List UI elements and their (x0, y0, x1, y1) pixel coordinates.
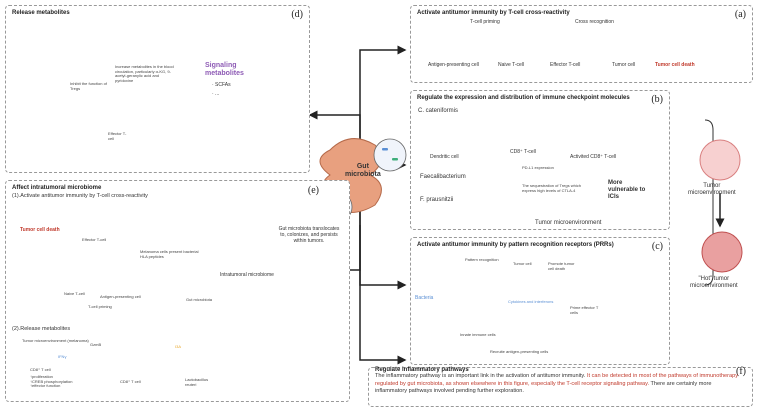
c-tumor-cell: Tumor cell (513, 261, 532, 266)
increase-metabolites: Increase metabolites in the blood circul… (115, 64, 174, 83)
dots-label: · ... (212, 91, 220, 97)
panel-e-letter: (e) (307, 185, 319, 196)
treg-label: Treg (29, 125, 38, 130)
panel-c-title: Activate antitumor immunity by pattern r… (417, 242, 614, 248)
e-i3a: I3A (175, 344, 182, 349)
e-effector: Effector T-cell (82, 237, 107, 242)
panel-a-letter: (a) (734, 9, 746, 20)
e-sub1: (1).Activate antitumor immunity by T-cel… (12, 193, 148, 199)
sequestration-label: The sequestration of Tregs which express… (522, 183, 581, 193)
panel-a-title: Activate antitumor immunity by T-cell cr… (417, 10, 570, 16)
dendritic-label: Dendritic cell (430, 154, 459, 160)
cyto-label: Cytokines and interferons (508, 299, 554, 304)
vulnerable-label: More vulnerable to ICIs (608, 180, 646, 200)
panel-c: Activate antitumor immunity by pattern r… (410, 237, 670, 365)
activated-label: Activited CD8⁺ T-cell (570, 154, 617, 160)
faecalibacterium: Faecalibacterium (420, 174, 466, 180)
scfa-label: · SCFAs (212, 82, 231, 88)
panel-f-text3: There are certainly more inflammatory pa… (375, 380, 712, 395)
center-gut-label: Gut microbiota (345, 163, 381, 179)
panel-e-title: Affect intratumoral microbiome (12, 185, 102, 191)
panel-a: Activate antitumor immunity by T-cell cr… (410, 5, 753, 83)
effector-label: Effector T-cell (550, 62, 581, 68)
panel-b-tme: Tumor microenvironment (535, 220, 602, 226)
panel-d-title: Release metabolites (12, 10, 70, 16)
panel-b-title: Regulate the expression and distribution… (417, 95, 630, 101)
panel-f-title: Regulate inflammatory pathways (375, 367, 469, 373)
e-apc: Antigen-presenting cell (100, 294, 141, 299)
f-prausnitzii: F. prausnitzii (420, 197, 454, 203)
panel-f-text2: It can be detected in most of the pathwa… (375, 373, 739, 387)
panel-c-letter: (c) (651, 241, 663, 252)
cd8-label: CD8⁺ T-cell (510, 149, 536, 155)
right-tme-label: Tumor microenvironment (688, 183, 736, 196)
right-tumors (699, 119, 743, 286)
e-lacto: Lactobacillus reuteri (185, 377, 209, 387)
panel-f: Regulate inflammatory pathways (f) (368, 366, 753, 407)
e-cd8: CD8⁺ T cell (30, 367, 51, 372)
panel-f-text1: The inflammatory pathway is an important… (375, 373, 587, 379)
e-death: Tumor cell death (20, 227, 60, 233)
right-hot-label: "Hot" tumor microenvironment (690, 276, 738, 289)
e-ifn: IFNγ (58, 354, 67, 359)
e-gzmb: GzmB (90, 342, 102, 347)
signaling-metabolites: Signaling metabolites (205, 62, 244, 78)
panel-d-effector: Effector T-cell (108, 131, 127, 141)
bacteria-label: Bacteria (415, 295, 434, 301)
e-sub2: (2).Release metabolites (12, 326, 71, 332)
panel-d-letter: (d) (291, 9, 303, 20)
e-translocates: Gut microbiota translocates to, colonize… (278, 226, 340, 244)
c-cateniformis: C. cateniformis (418, 108, 459, 114)
recruite-label: Recruite antigen-presenting cells (490, 349, 549, 354)
e-melanoma: Melanoma cells present bacterial HLA pep… (140, 249, 199, 259)
tcell-priming-label: T-cell priming (470, 19, 500, 25)
panel-f-letter: (f) (736, 366, 746, 377)
tumor-label: Tumor cell (612, 62, 636, 68)
panel-b: Regulate the expression and distribution… (410, 90, 670, 230)
prr-label: Pattern recognition (465, 257, 499, 262)
cross-recognition-label: Cross recognition (575, 19, 614, 25)
e-ahr: AhR activation (123, 343, 140, 353)
e-priming: T-cell priming (88, 304, 112, 309)
panel-f-text: The inflammatory pathway is an important… (375, 373, 743, 396)
e-cd8-right: CD8⁺ T cell (120, 379, 141, 384)
panel-e: Affect intratumoral microbiome (e) (5, 180, 350, 402)
tumor-death-label: Tumor cell death (655, 62, 695, 68)
pdl1-label: PD-L1 expression (522, 165, 554, 170)
e-naive: Naive T-cell (64, 291, 85, 296)
panel-b-letter: (b) (651, 94, 663, 105)
naive-label: Naive T-cell (498, 62, 525, 68)
e-gut: Gut microbiota (186, 297, 213, 302)
prime-label: Prime effector T cells (570, 305, 599, 315)
e-intratumoral: Intratumoral microbiome (220, 272, 274, 278)
apc-label: Antigen-presenting cell (428, 62, 479, 68)
e-prolif: ↑proliferation ↑CREB phosphorylation ↑ef… (30, 374, 73, 389)
innate-label: Innate immune cells (460, 332, 496, 337)
e-tme: Tumor microenvironment (melanoma) (22, 338, 89, 343)
promote-label: Promote tumor cell death (548, 261, 575, 271)
panel-d: Release metabolites (d) (5, 5, 310, 173)
inhibit-tregs: Inhibit the function of Tregs (70, 81, 107, 91)
